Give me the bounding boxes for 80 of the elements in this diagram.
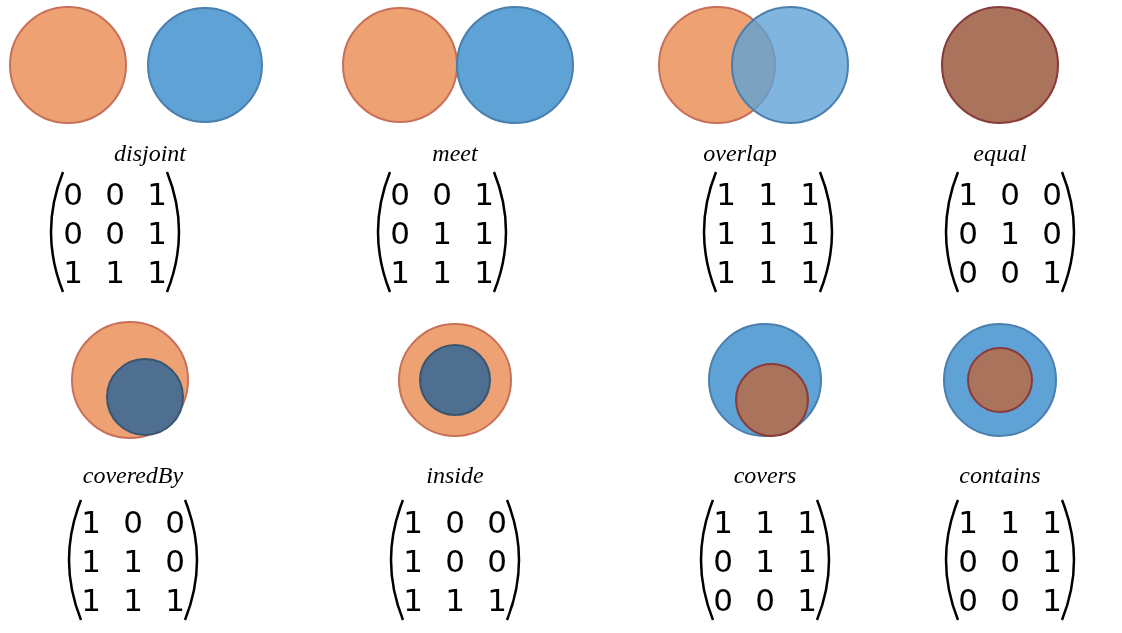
- matrix-entry: 1: [486, 582, 508, 618]
- matrix-entry: 0: [712, 543, 734, 579]
- matrix-entry: 0: [754, 582, 776, 618]
- matrix-entry: 1: [80, 504, 102, 540]
- matrix-entry: 0: [1041, 215, 1063, 251]
- relation-name: meet: [432, 140, 478, 166]
- matrix-entry: 1: [999, 215, 1021, 251]
- relation-name: equal: [973, 140, 1027, 166]
- matrix-entry: 0: [431, 176, 453, 212]
- matrix-entry: 0: [999, 543, 1021, 579]
- matrix-entry: 0: [389, 176, 411, 212]
- matrix-entry: 1: [957, 504, 979, 540]
- matrix-entry: 1: [757, 215, 779, 251]
- relation-name: coveredBy: [82, 462, 184, 488]
- matrix-entry: 0: [164, 543, 186, 579]
- matrix-entry: 1: [164, 582, 186, 618]
- matrix-entry: 1: [389, 254, 411, 290]
- matrix-entry: 1: [444, 582, 466, 618]
- relation-name: inside: [426, 462, 484, 488]
- matrix-entry: 1: [104, 254, 126, 290]
- matrix-entry: 0: [444, 543, 466, 579]
- matrix-entry: 1: [1041, 254, 1063, 290]
- matrix-entry: 1: [757, 176, 779, 212]
- relation-name: overlap: [703, 140, 777, 166]
- matrix-entry: 1: [80, 582, 102, 618]
- matrix-entry: 1: [431, 215, 453, 251]
- matrix-entry: 1: [402, 504, 424, 540]
- matrix-entry: 1: [473, 176, 495, 212]
- matrix-entry: 0: [957, 254, 979, 290]
- matrix-entry: 1: [999, 504, 1021, 540]
- matrix-entry: 0: [999, 176, 1021, 212]
- matrix-entry: 1: [757, 254, 779, 290]
- matrix-entry: 1: [80, 543, 102, 579]
- matrix-entry: 1: [796, 543, 818, 579]
- relation-name: covers: [733, 462, 797, 488]
- matrix-entry: 0: [104, 176, 126, 212]
- matrix-entry: 1: [62, 254, 84, 290]
- matrix-entry: 1: [715, 215, 737, 251]
- matrix-entry: 1: [715, 254, 737, 290]
- matrix-entry: 0: [999, 254, 1021, 290]
- matrix-entry: 1: [754, 543, 776, 579]
- matrix-entry: 0: [999, 582, 1021, 618]
- matrix-entry: 1: [1041, 582, 1063, 618]
- matrix-entry: 0: [104, 215, 126, 251]
- matrix-entry: 1: [146, 215, 168, 251]
- matrix-entry: 1: [146, 176, 168, 212]
- matrix-entry: 0: [957, 215, 979, 251]
- matrix-entry: 1: [402, 582, 424, 618]
- matrix-entry: 0: [62, 176, 84, 212]
- matrix-entry: 0: [957, 543, 979, 579]
- matrix-entry: 1: [122, 543, 144, 579]
- relation-name: contains: [959, 462, 1041, 488]
- matrix-entry: 1: [473, 215, 495, 251]
- matrix-entry: 1: [146, 254, 168, 290]
- matrix-entry: 1: [796, 504, 818, 540]
- matrix-entry: 1: [431, 254, 453, 290]
- matrix-entry: 1: [473, 254, 495, 290]
- matrix-entry: 1: [712, 504, 734, 540]
- matrix-entry: 0: [389, 215, 411, 251]
- matrix-entry: 1: [122, 582, 144, 618]
- matrix-entry: 0: [486, 543, 508, 579]
- matrix-entry: 1: [402, 543, 424, 579]
- matrix-entry: 0: [164, 504, 186, 540]
- matrix-entry: 1: [715, 176, 737, 212]
- matrix-entry: 1: [799, 176, 821, 212]
- matrix-entry: 1: [957, 176, 979, 212]
- matrix-entry: 1: [799, 254, 821, 290]
- matrix-entry: 1: [799, 215, 821, 251]
- relation-name: disjoint: [114, 140, 186, 166]
- matrix-entry: 0: [957, 582, 979, 618]
- matrix-entry: 1: [796, 582, 818, 618]
- matrix-entry: 0: [486, 504, 508, 540]
- matrix-entry: 0: [444, 504, 466, 540]
- matrix-entry: 0: [62, 215, 84, 251]
- matrix-entry: 0: [122, 504, 144, 540]
- matrix-entry: 0: [1041, 176, 1063, 212]
- matrix-entry: 1: [1041, 504, 1063, 540]
- matrix-entry: 0: [712, 582, 734, 618]
- matrix-entry: 1: [1041, 543, 1063, 579]
- matrix-entry: 1: [754, 504, 776, 540]
